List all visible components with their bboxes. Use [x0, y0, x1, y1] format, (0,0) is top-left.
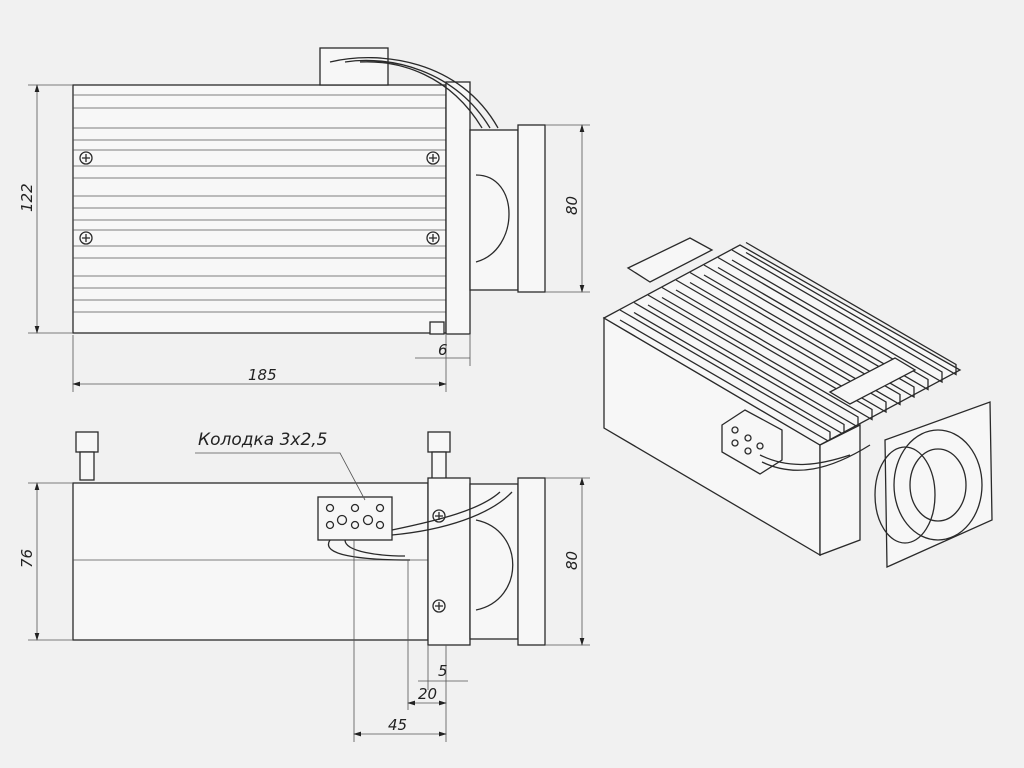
dim-76: 76 — [18, 549, 36, 568]
dim-80-top: 80 — [563, 196, 581, 215]
dim-80-front: 80 — [563, 551, 581, 570]
iso-fin — [703, 264, 915, 399]
iso-fin — [745, 241, 957, 376]
top-view-dimensions: 122 185 6 80 — [18, 84, 590, 392]
terminal-block-label: Колодка 3х2,5 — [198, 430, 328, 450]
front-view — [72, 431, 546, 646]
iso-fin — [633, 301, 845, 436]
iso-fin — [647, 294, 859, 429]
isometric-view — [602, 237, 993, 568]
dim-185: 185 — [248, 366, 277, 384]
dim-20: 20 — [418, 685, 437, 703]
top-view — [72, 47, 546, 335]
dim-45: 45 — [388, 716, 407, 734]
dim-5: 5 — [438, 662, 448, 680]
iso-fin — [661, 286, 873, 421]
front-view-dimensions: Колодка 3х2,5 76 80 5 20 45 — [18, 430, 590, 742]
terminal-block — [317, 496, 393, 541]
iso-fin — [731, 249, 943, 384]
iso-fin — [619, 309, 831, 444]
dim-122: 122 — [18, 183, 36, 212]
screw-icons — [79, 151, 440, 245]
iso-fin — [717, 256, 929, 391]
iso-fin — [675, 279, 887, 414]
iso-fin — [689, 271, 901, 406]
dim-6: 6 — [438, 341, 448, 359]
